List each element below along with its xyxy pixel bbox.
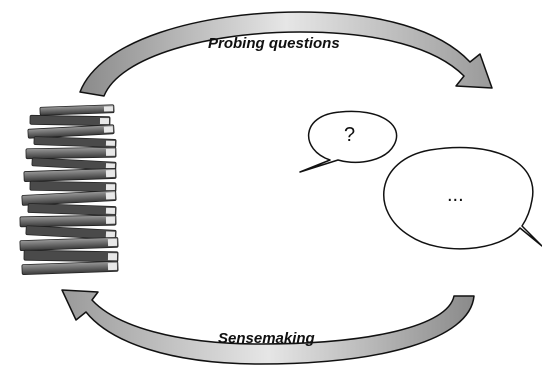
book [25, 146, 117, 160]
book [29, 114, 111, 127]
book-pages [105, 148, 116, 156]
book-pages [103, 106, 114, 112]
top-curved-arrow [79, 11, 493, 97]
book-pages [103, 126, 114, 133]
book [27, 203, 117, 216]
book-pages [105, 207, 116, 214]
book [21, 190, 117, 206]
book [19, 214, 117, 228]
book-pages [107, 253, 118, 261]
book-pages [105, 192, 116, 200]
book [21, 260, 119, 276]
book [39, 104, 115, 116]
sensemaking-label: Sensemaking [218, 330, 315, 347]
book [25, 225, 117, 240]
book-pages [107, 262, 118, 271]
small-speech-bubble [299, 110, 398, 173]
book-pages [105, 231, 116, 238]
large-speech-bubble [383, 146, 542, 250]
bottom-curved-arrow [61, 289, 475, 365]
book-pages [105, 163, 116, 169]
book [29, 180, 117, 193]
ellipsis-text: ... [447, 184, 464, 206]
book-pages [105, 216, 116, 224]
book [33, 136, 117, 148]
book [23, 168, 117, 182]
book-pages [105, 184, 116, 191]
book-pages [105, 169, 116, 178]
book-stack-icon [19, 104, 119, 276]
book-pages [105, 140, 116, 146]
probing-questions-label: Probing questions [208, 35, 340, 52]
book [19, 236, 119, 252]
book [23, 249, 119, 263]
book-pages [107, 238, 118, 247]
question-mark-text: ? [344, 124, 356, 146]
book [31, 157, 117, 171]
book [27, 124, 115, 139]
book-pages [99, 118, 110, 125]
